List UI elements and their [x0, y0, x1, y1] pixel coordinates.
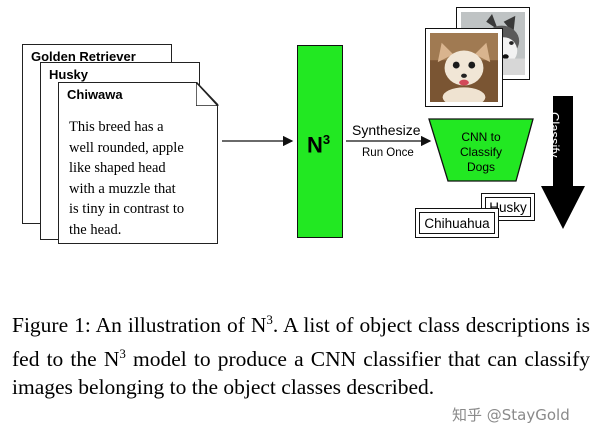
description-line: the head. — [69, 221, 122, 238]
run-once-label: Run Once — [362, 147, 414, 159]
description-line: well rounded, apple — [69, 139, 184, 156]
figure-caption: Figure 1: An illustration of N3. A list … — [12, 312, 591, 400]
n3-model-block — [297, 45, 343, 238]
description-line: is tiny in contrast to — [69, 201, 185, 217]
watermark: 知乎 @StayGold — [452, 406, 570, 424]
cnn-block-label: CNN to Classify Dogs — [438, 130, 524, 175]
description-line: This breed has a — [69, 119, 164, 135]
chihuahua-image — [430, 33, 498, 102]
label-chihuahua-text: Chihuahua — [419, 212, 495, 234]
model-name: N3 — [307, 132, 331, 158]
synthesize-label: Synthesize — [352, 122, 421, 138]
page-fold-icon — [196, 82, 219, 106]
document-chiwawa: Chiwawa This breed has a well rounded, a… — [58, 82, 218, 244]
description-line: with a muzzle that — [69, 180, 176, 197]
cnn-label-line: Dogs — [466, 160, 495, 174]
cnn-label-line: CNN to — [461, 130, 501, 144]
description-line: like shaped head — [69, 160, 166, 176]
label-chihuahua: Chihuahua — [415, 208, 499, 238]
cnn-label-line: Classify — [459, 145, 502, 159]
document-description: This breed has a well rounded, apple lik… — [69, 117, 214, 240]
classify-label: Classify — [547, 112, 562, 158]
cnn-block-shape — [428, 118, 534, 182]
document-title: Golden Retriever — [31, 49, 136, 64]
document-title: Husky — [49, 67, 89, 82]
document-title: Chiwawa — [67, 87, 123, 102]
chihuahua-photo — [425, 28, 503, 107]
classify-arrow-icon — [541, 96, 585, 229]
